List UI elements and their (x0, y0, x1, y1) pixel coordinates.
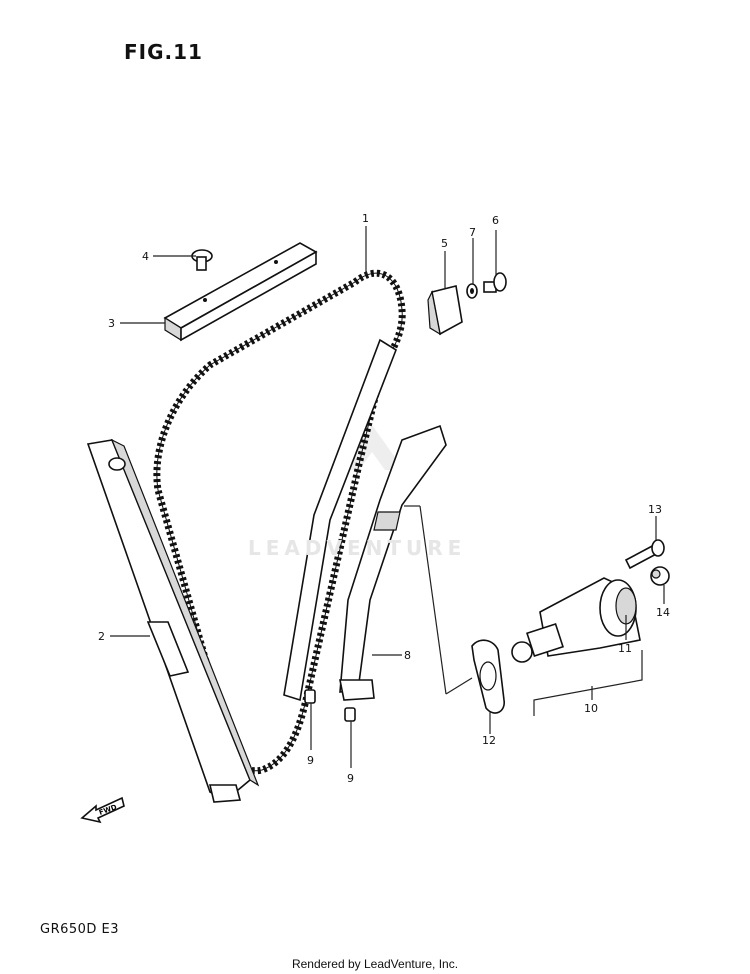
watermark: LEADVENTURE (248, 536, 467, 560)
part-washer-7 (466, 283, 478, 299)
callout-8: 8 (404, 649, 411, 662)
callout-11: 11 (618, 642, 632, 655)
watermark-logo (340, 425, 404, 470)
model-code: GR650D E3 (40, 922, 120, 937)
footer-credit: Rendered by LeadVenture, Inc. (291, 957, 459, 971)
callout-1: 1 (362, 212, 369, 225)
leader-lines (110, 226, 665, 768)
fwd-arrow-icon: FWD (80, 796, 125, 824)
callout-12: 12 (482, 734, 496, 747)
part-chain-guide-front (86, 438, 260, 803)
part-bolt-6 (483, 272, 507, 293)
part-tensioner-guide (339, 424, 447, 701)
callout-7: 7 (469, 226, 476, 239)
callout-5: 5 (441, 237, 448, 250)
callout-2: 2 (98, 630, 105, 643)
fwd-label: FWD (98, 803, 118, 817)
part-dowel-9b (344, 707, 356, 722)
part-dowel-9a (304, 689, 316, 704)
part-chain-guide-rear (283, 338, 397, 702)
part-cushion-5 (427, 285, 463, 336)
part-chain-guide-top (163, 242, 318, 342)
part-tensioner-assembly (511, 577, 641, 663)
callout-13: 13 (648, 503, 662, 516)
part-plug-14 (650, 566, 670, 586)
callout-4: 4 (142, 250, 149, 263)
callout-9b: 9 (347, 772, 354, 785)
part-gasket-12 (471, 639, 505, 714)
figure-title: FIG.11 (124, 40, 203, 64)
callout-6: 6 (492, 214, 499, 227)
part-cam-chain (153, 269, 406, 775)
callout-3: 3 (108, 317, 115, 330)
callout-9a: 9 (307, 754, 314, 767)
callout-14: 14 (656, 606, 670, 619)
part-bolt-13 (624, 539, 665, 570)
part-bolt-4 (191, 249, 213, 271)
callout-10: 10 (584, 702, 598, 715)
